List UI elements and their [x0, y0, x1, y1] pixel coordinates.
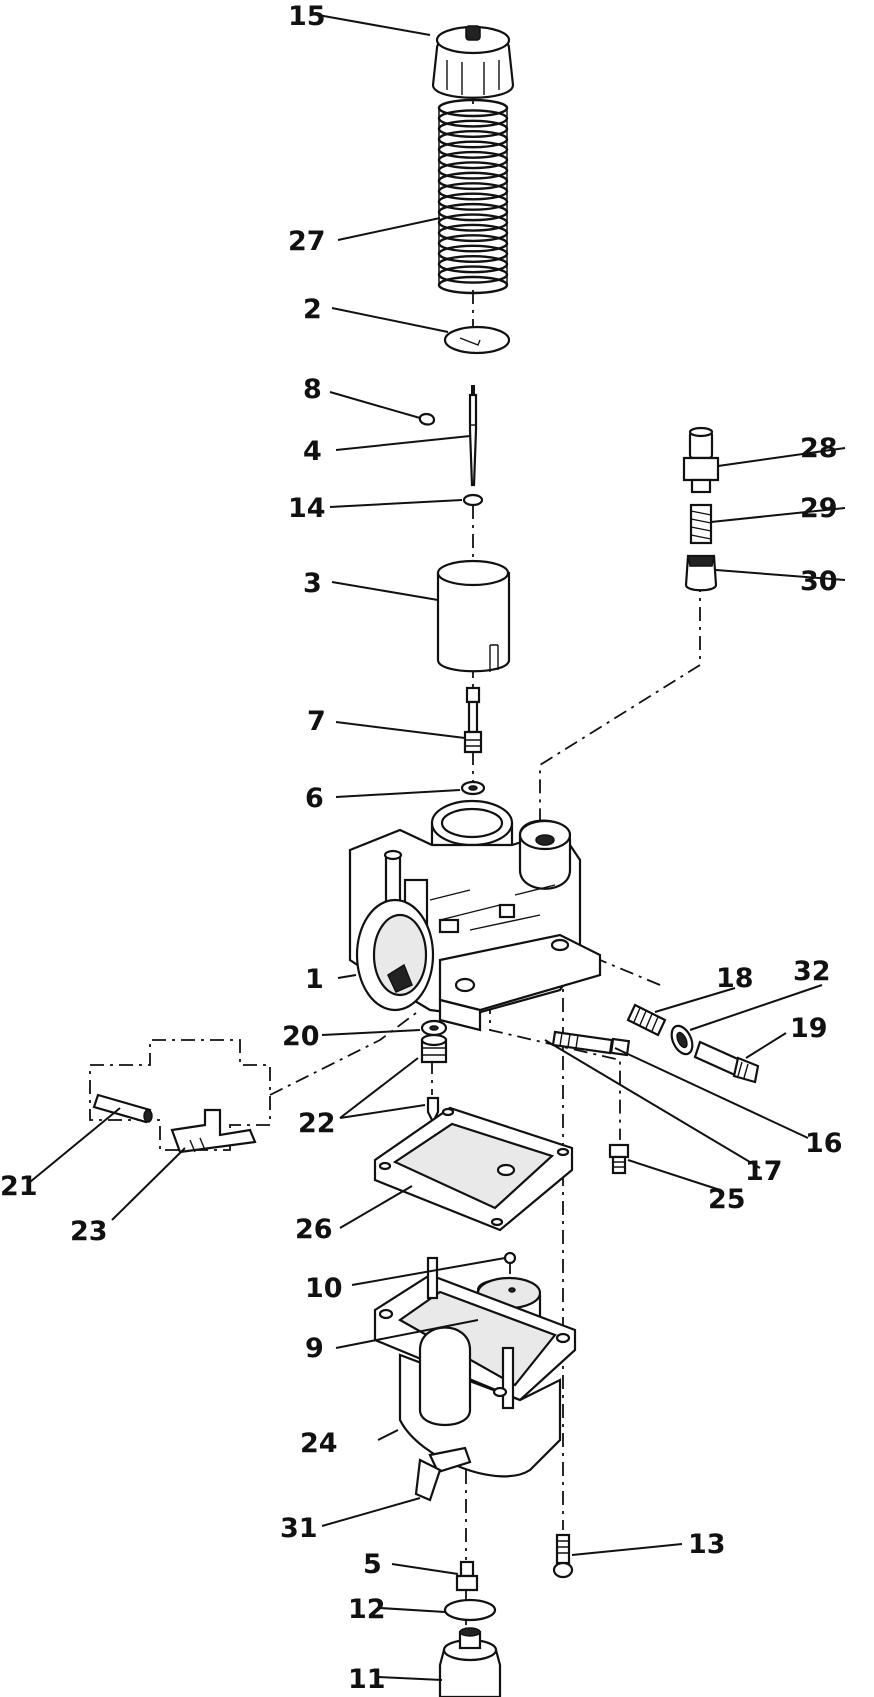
label-23: 23 — [70, 1216, 108, 1247]
label-22: 22 — [298, 1108, 336, 1139]
label-2: 2 — [303, 294, 322, 325]
needle-valve-seat-part — [420, 1033, 448, 1064]
label-14: 14 — [288, 493, 326, 524]
label-21: 21 — [0, 1171, 38, 1202]
label-31: 31 — [280, 1513, 318, 1544]
label-32: 32 — [793, 956, 831, 987]
leader-lines — [29, 14, 846, 1681]
pilot-screw-part — [551, 1030, 631, 1057]
drain-plug-part — [438, 1627, 502, 1697]
label-24: 24 — [300, 1428, 338, 1459]
label-10: 10 — [305, 1273, 343, 1304]
label-28: 28 — [800, 433, 838, 464]
label-19: 19 — [790, 1013, 828, 1044]
label-7: 7 — [307, 706, 326, 737]
pilot-jet-part — [608, 1143, 630, 1175]
adjuster-cap-part — [684, 554, 718, 592]
label-18: 18 — [716, 963, 754, 994]
adjuster-spring-part — [689, 503, 713, 545]
label-4: 4 — [303, 436, 322, 467]
label-29: 29 — [800, 493, 838, 524]
main-jet-part — [455, 1560, 479, 1592]
needle-washer-part — [462, 493, 484, 507]
axis-line-vent-tube-link — [269, 1009, 421, 1096]
air-screw-oring-part — [670, 1024, 694, 1056]
label-16: 16 — [805, 1128, 843, 1159]
air-screw-part — [693, 1040, 760, 1084]
jet-needle-part — [468, 385, 478, 487]
vent-tube-part — [92, 1093, 153, 1124]
needle-clip-part — [418, 412, 436, 426]
label-6: 6 — [305, 783, 324, 814]
air-screw-spring-part — [626, 1003, 667, 1037]
needle-jet-washer-part — [460, 780, 486, 796]
label-11: 11 — [348, 1664, 386, 1695]
label-3: 3 — [303, 568, 322, 599]
part-labels: 15 27 2 8 4 14 3 7 6 28 29 30 1 18 32 19… — [0, 1, 843, 1695]
label-26: 26 — [295, 1214, 333, 1245]
label-1: 1 — [305, 964, 324, 995]
label-5: 5 — [363, 1549, 382, 1580]
label-9: 9 — [305, 1333, 324, 1364]
label-8: 8 — [303, 374, 322, 405]
drain-plug-oring-part — [443, 1598, 497, 1622]
label-27: 27 — [288, 226, 326, 257]
label-13: 13 — [688, 1529, 726, 1560]
needle-jet-part — [463, 686, 483, 754]
axis-line-vent-tube — [89, 1039, 271, 1151]
throttle-spring-part — [437, 98, 509, 295]
bowl-gasket-part — [373, 1106, 574, 1232]
top-cap-part — [431, 25, 515, 99]
label-25: 25 — [708, 1184, 746, 1215]
bowl-screw-part — [552, 1533, 574, 1579]
label-12: 12 — [348, 1594, 386, 1625]
main-jet-washer-part — [420, 1019, 448, 1037]
label-15: 15 — [288, 1, 326, 32]
float-bowl-part — [373, 1256, 577, 1502]
axis-line-idle-screw — [539, 578, 701, 840]
label-20: 20 — [282, 1021, 320, 1052]
throttle-slide-part — [436, 559, 511, 673]
float-pin-part — [503, 1251, 517, 1265]
vent-fitting-part — [170, 1108, 257, 1154]
label-30: 30 — [800, 566, 838, 597]
axis-line-pilot-jet — [489, 1000, 621, 1140]
adjuster-screw-part — [682, 426, 720, 494]
label-17: 17 — [745, 1156, 783, 1187]
carburetor-body-part — [348, 799, 602, 1032]
spring-seat-plate-part — [443, 325, 511, 355]
